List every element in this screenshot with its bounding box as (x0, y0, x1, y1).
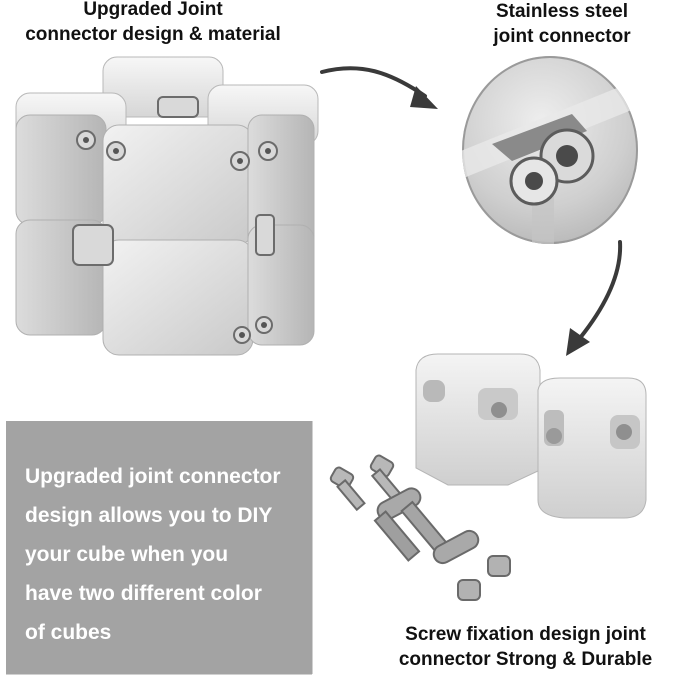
info-line: of cubes (25, 621, 112, 644)
caption-joint-design: Upgraded Joint connector design & materi… (0, 0, 306, 47)
arrow-down-icon (560, 238, 630, 358)
info-line: Upgraded joint connector (25, 465, 281, 488)
connector-detail-image (462, 56, 638, 244)
caption-line: connector Strong & Durable (398, 649, 653, 670)
info-line: have two different color (25, 582, 262, 605)
caption-stainless-connector: Stainless steel joint connector (452, 0, 672, 49)
infinity-cube-image (8, 55, 324, 360)
caption-line: Screw fixation design joint (405, 624, 646, 645)
caption-line: connector design & material (25, 24, 281, 45)
stainless-joint-connector-closeup-icon (462, 74, 638, 244)
disassembled-cube-blocks-and-screws-icon (329, 353, 647, 601)
info-box: Upgraded joint connector design allows y… (6, 421, 312, 674)
caption-line: Stainless steel (495, 1, 629, 22)
caption-line: joint connector (493, 26, 631, 47)
arrow-right-icon (320, 62, 450, 117)
disassembled-parts-image (328, 340, 679, 615)
info-line: design allows you to DIY (25, 504, 273, 527)
caption-screw-fixation: Screw fixation design joint connector St… (372, 622, 679, 672)
silver-infinity-cube-icon (15, 56, 319, 356)
caption-line: Upgraded Joint (83, 0, 223, 20)
info-line: your cube when you (25, 543, 229, 566)
